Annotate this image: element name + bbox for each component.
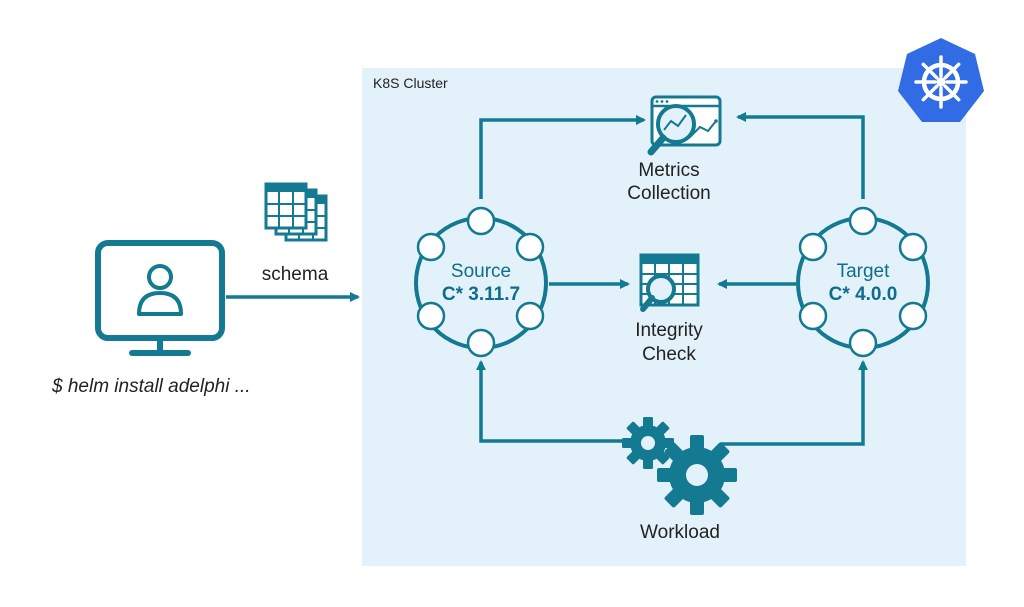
source-node (414, 206, 548, 358)
source-version: C* 3.11.7 (442, 284, 520, 305)
workload-gears-icon (622, 417, 737, 515)
user-monitor-icon (95, 240, 225, 356)
k8s-cluster-area (362, 68, 966, 566)
metrics-icon (647, 95, 722, 156)
metrics-label-line2: Collection (627, 183, 710, 204)
workload-to-source-arrow (476, 360, 627, 443)
source-title: Source (451, 261, 511, 282)
schema-icon (264, 182, 328, 242)
schema-label: schema (262, 264, 329, 285)
workload-label: Workload (640, 522, 720, 543)
target-version: C* 4.0.0 (829, 284, 898, 305)
helm-command: $ helm install adelphi ... (51, 376, 251, 397)
integrity-label-line1: Integrity (635, 320, 703, 341)
integrity-icon (639, 253, 700, 312)
target-title: Target (837, 261, 891, 282)
workload-to-target-arrow (720, 360, 868, 446)
source-to-metrics-arrow (479, 115, 646, 199)
target-to-metrics-arrow (736, 112, 865, 199)
cluster-label: K8S Cluster (373, 75, 448, 91)
metrics-label-line1: Metrics (638, 160, 699, 181)
kubernetes-icon (898, 38, 984, 122)
integrity-label-line2: Check (642, 344, 696, 365)
target-node (796, 206, 930, 358)
